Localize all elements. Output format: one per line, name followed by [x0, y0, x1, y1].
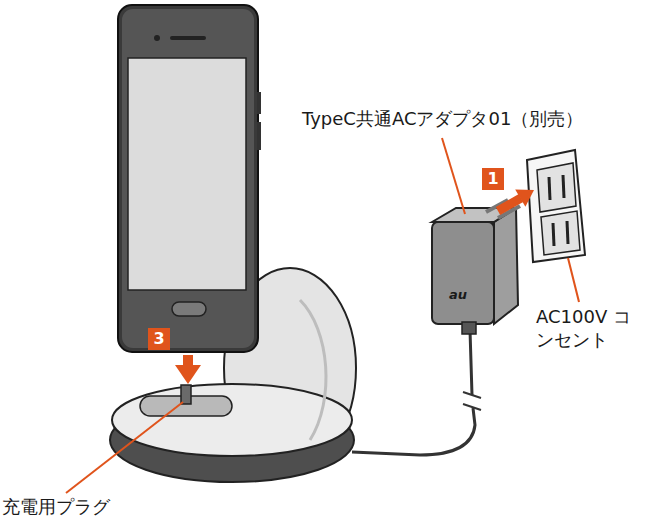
plug-in-arrow	[498, 198, 521, 211]
leader-line	[442, 138, 465, 214]
phone-camera	[154, 35, 160, 41]
leader-line	[568, 258, 579, 302]
outlet-socket	[541, 211, 580, 255]
socket-slot	[567, 221, 568, 244]
adapter-front	[432, 222, 494, 324]
leader-line	[66, 402, 183, 493]
callout-number: 3	[148, 328, 170, 350]
part-name: TypeC共通ACアダプタ01（別売）	[302, 108, 583, 131]
phone-body	[118, 5, 258, 352]
phone-home-button	[172, 302, 206, 316]
stand-top	[112, 384, 352, 456]
phone-earpiece	[170, 36, 206, 40]
part-name: AC100V コンセント	[536, 306, 640, 351]
wall-outlet	[527, 150, 585, 262]
socket-slot	[563, 175, 564, 198]
callout-number: 1	[482, 168, 504, 190]
adapter-cable	[352, 330, 475, 455]
cable-break	[463, 404, 481, 410]
phone-front	[122, 9, 254, 348]
part-name: 充電用プラグ	[2, 496, 110, 519]
socket-slot	[549, 177, 550, 200]
outlet-socket	[537, 163, 576, 212]
insert-arrow	[175, 365, 201, 384]
plug-in-arrow	[515, 190, 534, 207]
cable-strain-relief	[462, 322, 476, 334]
phone-side-button	[257, 92, 261, 114]
stand-shade	[300, 300, 326, 440]
phone-screen	[128, 58, 246, 290]
cable-break	[463, 392, 481, 398]
phone-side-button	[257, 122, 261, 150]
adapter-side	[494, 208, 518, 324]
charging-plug	[181, 385, 191, 404]
brand-logo: au	[449, 287, 467, 303]
socket-slot	[553, 223, 554, 246]
